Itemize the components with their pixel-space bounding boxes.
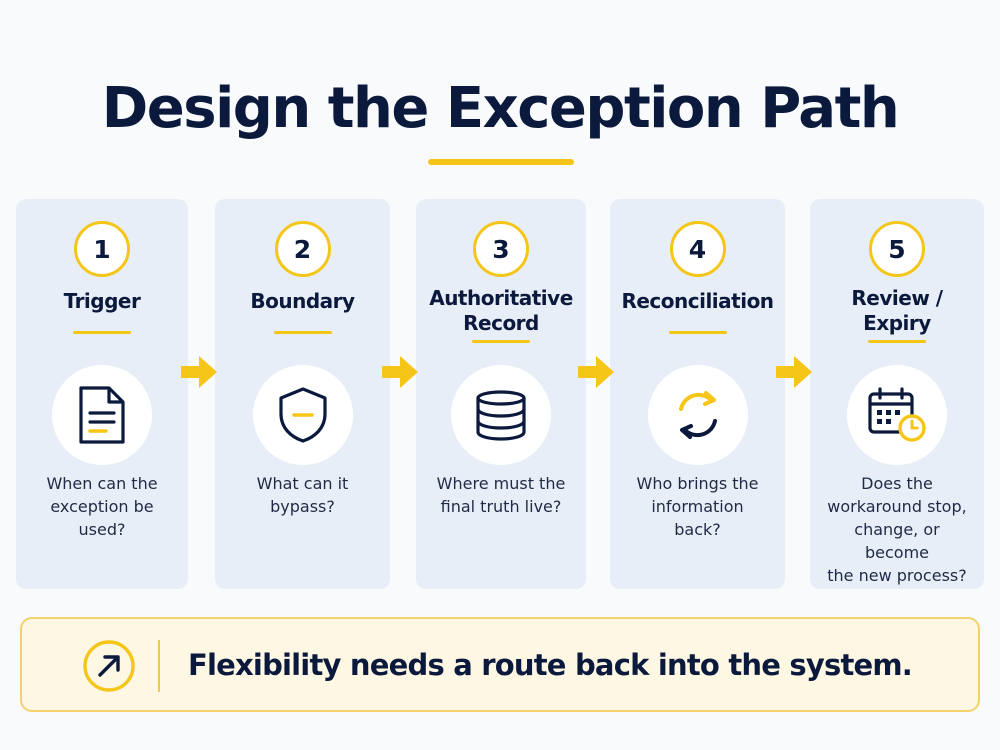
step-description-line: exception be xyxy=(50,497,154,516)
step-card-review-expiry: 5 Review / Expiry Does the workaround st… xyxy=(810,199,984,589)
step-title-line: Expiry xyxy=(863,311,931,335)
step-description: Who brings the information back? xyxy=(624,472,771,541)
step-description: Does the workaround stop, change, or bec… xyxy=(824,472,970,587)
step-title-underline xyxy=(668,331,727,334)
step-description-line: back? xyxy=(674,520,721,539)
sync-arrows-icon xyxy=(647,365,748,465)
step-description-line: used? xyxy=(78,520,126,539)
page-title: Design the Exception Path xyxy=(101,76,900,141)
step-title: Reconciliation xyxy=(610,289,785,314)
document-icon xyxy=(52,365,152,465)
shield-icon xyxy=(252,365,353,465)
step-title: Authoritative Record xyxy=(416,286,586,336)
step-description-line: workaround stop, xyxy=(827,497,967,516)
arrow-right-icon xyxy=(382,356,418,388)
step-description: When can the exception be used? xyxy=(30,472,174,541)
step-title-line: Review / xyxy=(851,286,943,310)
step-title-line: Reconciliation xyxy=(621,289,774,313)
arrow-right-icon xyxy=(181,356,217,388)
step-description-line: information xyxy=(651,497,744,516)
step-title: Review / Expiry xyxy=(810,286,984,336)
step-card-trigger: 1 Trigger When can the exception be used… xyxy=(16,199,188,589)
step-description-line: Who brings the xyxy=(636,474,759,493)
step-description-line: the new process? xyxy=(827,566,967,585)
database-icon xyxy=(451,365,551,465)
arrow-up-right-circle-icon xyxy=(83,640,135,692)
step-number-badge: 2 xyxy=(274,221,331,277)
step-description-line: final truth live? xyxy=(440,497,562,516)
step-title: Boundary xyxy=(215,289,390,314)
step-number-badge: 5 xyxy=(869,221,925,277)
step-title-line: Boundary xyxy=(250,289,355,313)
step-number-badge: 4 xyxy=(669,221,726,277)
arrow-right-icon xyxy=(776,356,812,388)
step-number-badge: 3 xyxy=(473,221,529,277)
step-description: What can it bypass? xyxy=(229,472,376,518)
step-number-badge: 1 xyxy=(74,221,130,277)
calendar-clock-icon xyxy=(847,365,947,465)
step-title-underline xyxy=(73,331,131,334)
step-title-line: Authoritative xyxy=(429,286,573,310)
step-description-line: When can the xyxy=(46,474,158,493)
step-title: Trigger xyxy=(16,289,188,314)
step-title-underline xyxy=(868,340,926,343)
step-description-line: Where must the xyxy=(436,474,566,493)
step-card-authoritative-record: 3 Authoritative Record Where must the fi… xyxy=(416,199,586,589)
step-title-underline xyxy=(472,340,530,343)
step-card-boundary: 2 Boundary What can it bypass? xyxy=(215,199,390,589)
step-description-line: Does the xyxy=(861,474,933,493)
banner-text: Flexibility needs a route back into the … xyxy=(188,647,913,682)
step-title-line: Record xyxy=(463,311,539,335)
banner-divider xyxy=(158,640,160,692)
step-description: Where must the final truth live? xyxy=(430,472,572,518)
arrow-right-icon xyxy=(578,356,614,388)
step-card-reconciliation: 4 Reconciliation Who brings the informat… xyxy=(610,199,785,589)
step-description-line: change, or become xyxy=(854,520,940,562)
step-description-line: What can it xyxy=(256,474,349,493)
step-description-line: bypass? xyxy=(270,497,335,516)
summary-banner: Flexibility needs a route back into the … xyxy=(20,617,980,712)
step-title-line: Trigger xyxy=(63,289,141,313)
title-underline xyxy=(428,159,574,165)
step-title-underline xyxy=(273,331,332,334)
